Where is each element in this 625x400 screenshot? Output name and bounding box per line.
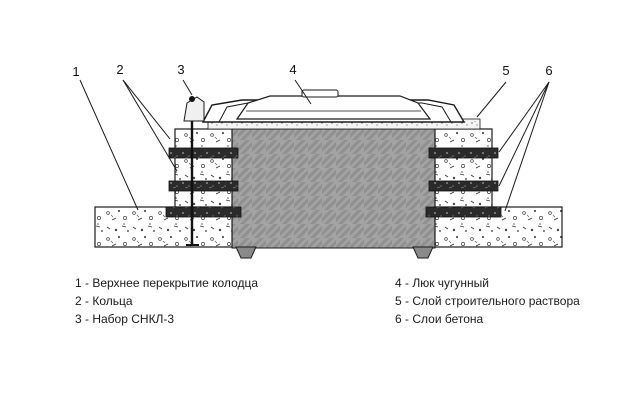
- manhole-section-drawing: 1 2 3 4 5 6: [72, 62, 563, 259]
- joint-band-left-middle: [168, 180, 239, 192]
- leader-line-3: [182, 79, 193, 96]
- leader-line-4: [294, 79, 312, 105]
- joint-band-left-top: [168, 147, 239, 159]
- leader-line-6b: [498, 81, 550, 187]
- leader-line-6c: [504, 81, 550, 212]
- legend-item-2: 2 - Кольца: [75, 294, 133, 308]
- callout-1: 1: [72, 64, 79, 79]
- leader-line-6a: [498, 81, 550, 153]
- callout-4: 4: [289, 62, 296, 77]
- leader-lines: [79, 79, 550, 212]
- snkl-set: [183, 96, 205, 246]
- leader-line-2a: [122, 79, 171, 140]
- support-foot-right: [412, 246, 434, 259]
- snkl-rod-cap: [189, 96, 195, 102]
- hatch-lid-boss: [301, 89, 339, 98]
- concrete-joint-bands: [165, 147, 502, 218]
- joint-band-right-bottom: [425, 206, 502, 218]
- joint-band-right-top: [428, 147, 499, 159]
- legend-item-1: 1 - Верхнее перекрытие колодца: [75, 276, 259, 290]
- leader-line-5: [476, 81, 507, 118]
- joint-band-right-middle: [428, 180, 499, 192]
- callout-2: 2: [116, 62, 123, 77]
- ring-column-right: [434, 128, 493, 208]
- cast-iron-hatch: [201, 89, 466, 123]
- hatch-lid: [235, 95, 432, 120]
- callout-6: 6: [545, 63, 552, 78]
- legend-item-4: 4 - Люк чугунный: [395, 276, 490, 290]
- legend-item-5: 5 - Слой строительного раствора: [395, 294, 580, 308]
- legend-item-6: 6 - Слои бетона: [395, 312, 484, 326]
- legend-left-column: 1 - Верхнее перекрытие колодца 2 - Кольц…: [75, 274, 258, 328]
- leader-line-1: [79, 79, 139, 211]
- legend-item-3: 3 - Набор СНКЛ-3: [75, 312, 175, 326]
- legend-right-column: 4 - Люк чугунный 5 - Слой строительного …: [395, 274, 580, 328]
- support-foot-left: [235, 246, 257, 259]
- ring-column-left: [174, 128, 233, 208]
- snkl-bracket: [183, 96, 205, 122]
- leader-line-2b: [122, 79, 178, 172]
- shaft-fill: [231, 128, 436, 249]
- callout-3: 3: [177, 62, 184, 77]
- joint-band-left-bottom: [165, 206, 242, 218]
- callout-5: 5: [502, 63, 509, 78]
